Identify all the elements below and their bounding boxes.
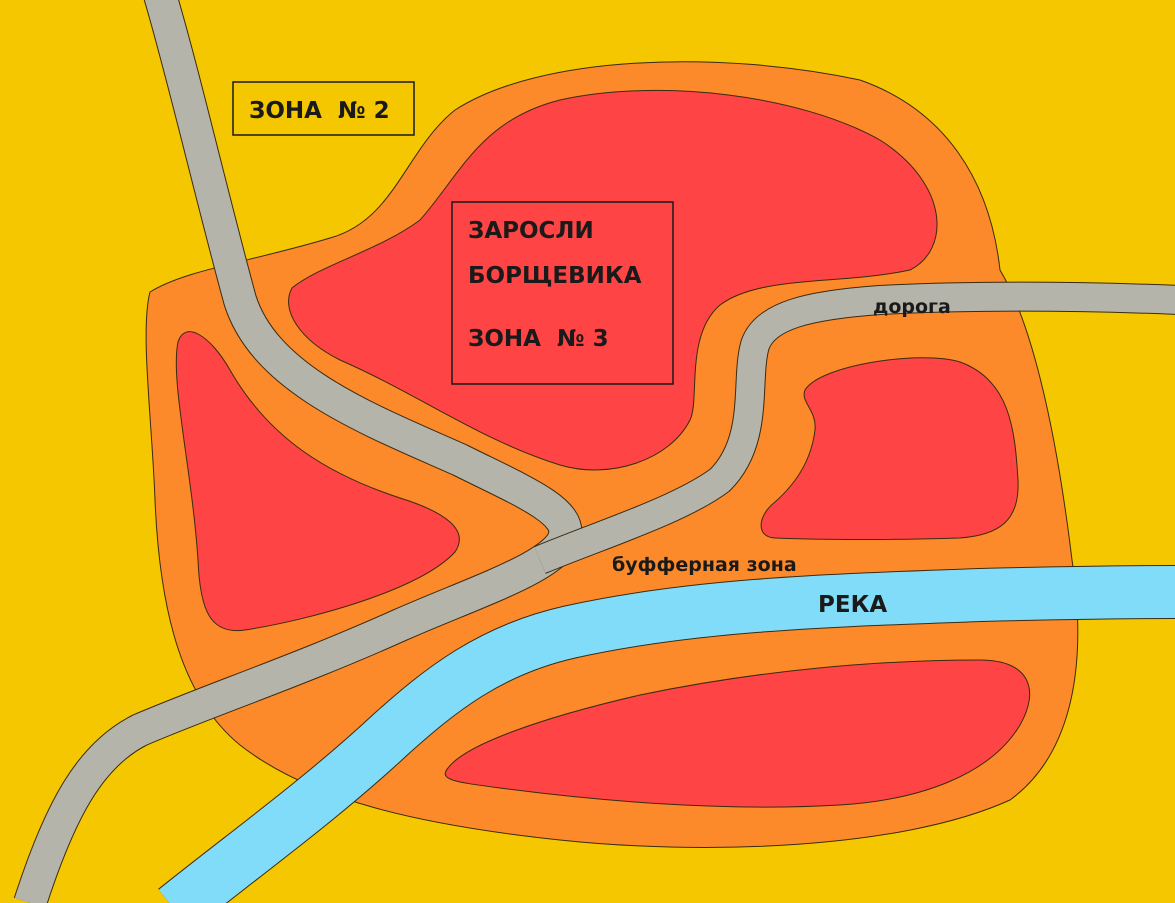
road-branch-fill	[534, 282, 1175, 573]
thickets-right	[760, 357, 1019, 540]
buffer-zone-label: буфферная зона	[612, 554, 797, 576]
zone2-label: ЗОНА № 2	[249, 98, 390, 124]
river-label: РЕКА	[818, 592, 887, 618]
thickets-left	[175, 331, 460, 632]
zone2-label-box	[232, 81, 415, 136]
thickets-label-line2: БОРЩЕВИКА	[468, 263, 642, 289]
road-label: дорога	[873, 296, 951, 318]
thickets-label-box	[451, 201, 674, 385]
zone3-label: ЗОНА № 3	[468, 326, 609, 352]
thickets-label-line1: ЗАРОСЛИ	[468, 218, 594, 244]
river-fill	[158, 566, 1175, 903]
thickets-lower	[444, 659, 1031, 808]
